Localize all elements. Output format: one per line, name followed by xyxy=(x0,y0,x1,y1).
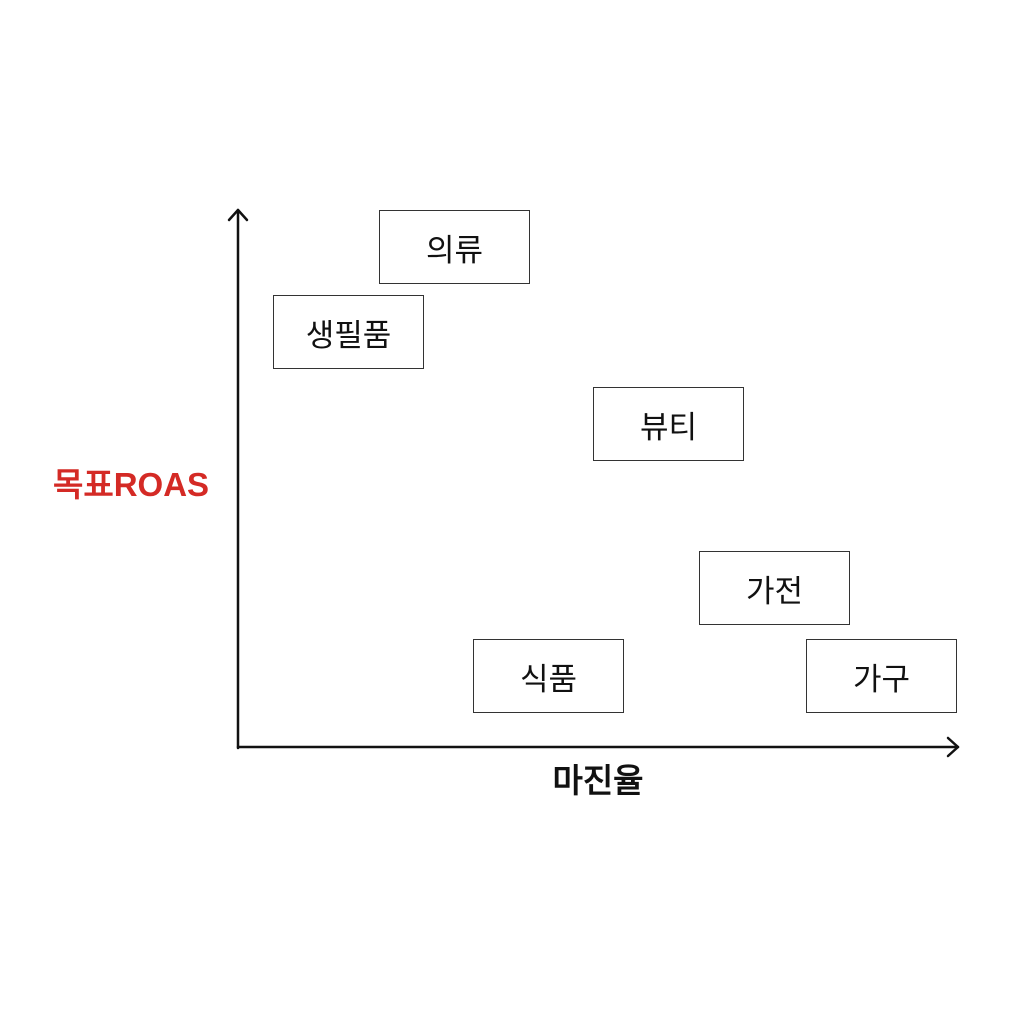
category-box-clothing: 의류 xyxy=(379,210,530,284)
category-box-appliances: 가전 xyxy=(699,551,850,625)
category-box-furniture: 가구 xyxy=(806,639,957,713)
category-box-beauty: 뷰티 xyxy=(593,387,744,461)
category-box-food: 식품 xyxy=(473,639,624,713)
y-axis-arrow-icon xyxy=(227,208,249,222)
x-axis-arrow-icon xyxy=(946,736,960,758)
category-box-daily-necessities: 생필품 xyxy=(273,295,424,369)
x-axis-label: 마진율 xyxy=(552,762,644,799)
y-axis-label: 목표ROAS xyxy=(52,466,210,503)
